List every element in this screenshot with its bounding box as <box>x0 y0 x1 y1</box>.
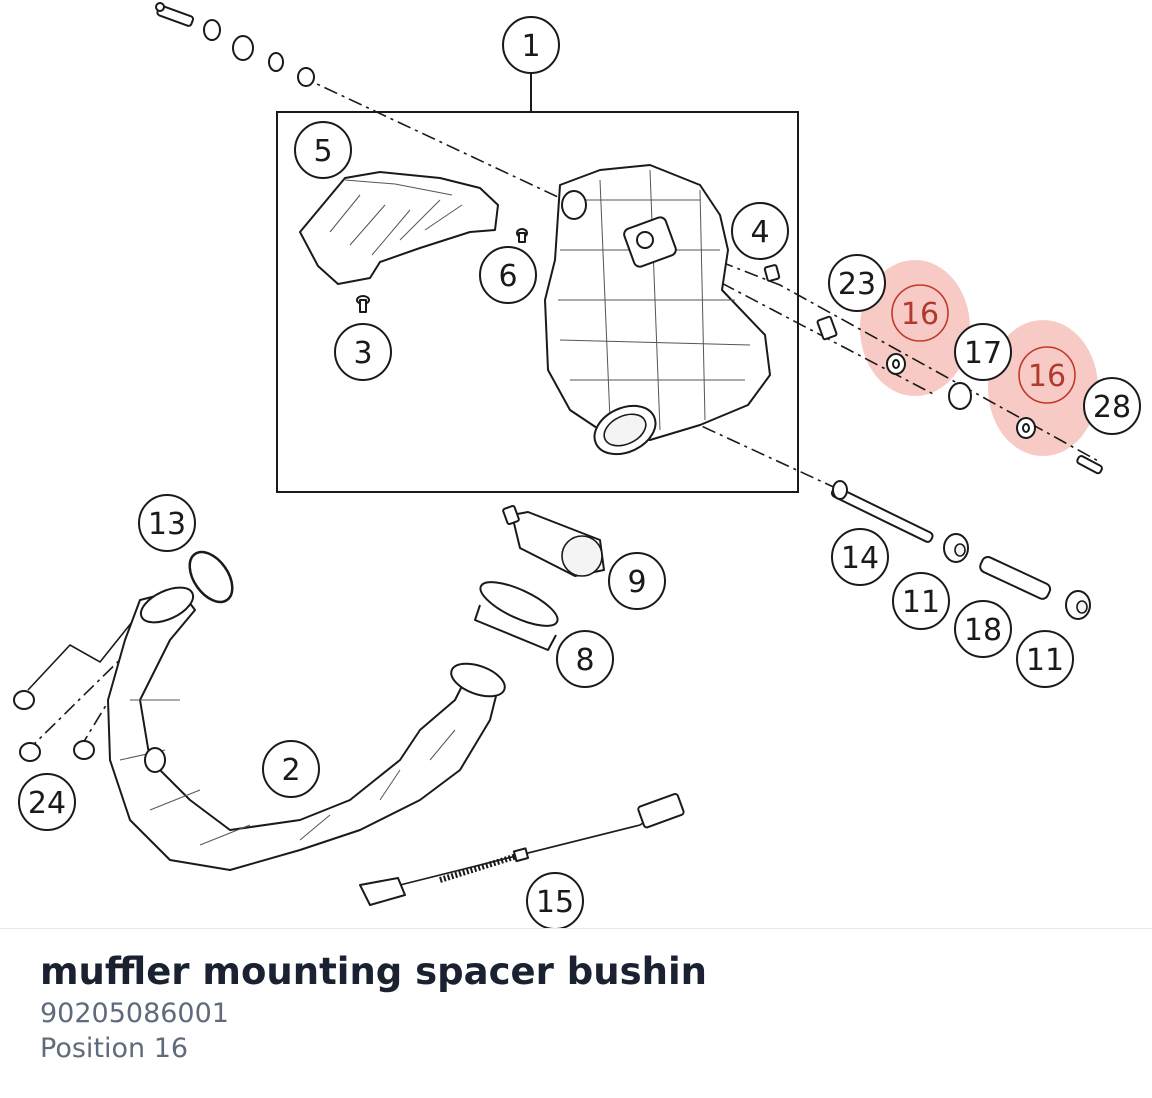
svg-text:14: 14 <box>841 541 879 576</box>
callout-18[interactable]: 18 <box>954 600 1012 658</box>
callout-13[interactable]: 13 <box>138 494 196 552</box>
callout-14[interactable]: 14 <box>831 528 889 586</box>
part-number: 90205086001 <box>40 998 229 1029</box>
svg-text:28: 28 <box>1093 390 1131 425</box>
gasket <box>188 550 234 604</box>
svg-text:13: 13 <box>148 507 186 542</box>
callouts: 1 2 3 4 5 6 8 9 <box>18 16 1141 928</box>
svg-text:3: 3 <box>353 336 372 371</box>
top-bolt-stack <box>155 2 315 87</box>
svg-text:1: 1 <box>521 29 540 64</box>
callout-16-a[interactable]: 16 <box>891 284 949 342</box>
svg-text:6: 6 <box>498 259 517 294</box>
callout-23[interactable]: 23 <box>828 254 886 312</box>
callout-28[interactable]: 28 <box>1083 377 1141 435</box>
mounting-hardware <box>816 315 1103 475</box>
callout-8[interactable]: 8 <box>556 630 614 688</box>
callout-5[interactable]: 5 <box>294 121 352 179</box>
flange-nuts <box>13 690 95 762</box>
callout-16-b[interactable]: 16 <box>1018 346 1076 404</box>
assembly-frame <box>276 74 799 493</box>
callout-9[interactable]: 9 <box>608 552 666 610</box>
highlight-glow-16-b <box>988 320 1098 456</box>
callout-15[interactable]: 15 <box>526 872 584 928</box>
svg-text:4: 4 <box>750 215 769 250</box>
clamp-and-sleeve <box>474 504 605 651</box>
callout-11-a[interactable]: 11 <box>892 572 950 630</box>
muffler-body <box>544 164 771 456</box>
callout-24[interactable]: 24 <box>18 773 76 831</box>
svg-text:16: 16 <box>901 297 939 332</box>
svg-text:11: 11 <box>1026 643 1064 678</box>
callout-6[interactable]: 6 <box>479 246 537 304</box>
svg-text:8: 8 <box>575 643 594 678</box>
svg-text:5: 5 <box>313 134 332 169</box>
part-name: muffler mounting spacer bushin <box>40 950 707 993</box>
svg-text:23: 23 <box>838 267 876 302</box>
part-position: Position 16 <box>40 1033 189 1064</box>
small-fasteners <box>356 228 781 313</box>
svg-text:2: 2 <box>281 753 300 788</box>
heat-shield <box>299 171 499 285</box>
svg-text:11: 11 <box>902 585 940 620</box>
svg-text:16: 16 <box>1028 359 1066 394</box>
bolt-bushing-set <box>830 480 1091 620</box>
svg-text:18: 18 <box>964 613 1002 648</box>
svg-text:24: 24 <box>28 786 66 821</box>
callout-17[interactable]: 17 <box>954 323 1012 381</box>
callout-11-b[interactable]: 11 <box>1016 630 1074 688</box>
callout-4[interactable]: 4 <box>731 202 789 260</box>
svg-text:15: 15 <box>536 885 574 920</box>
oxygen-sensor <box>359 792 685 906</box>
svg-text:9: 9 <box>627 565 646 600</box>
callout-2[interactable]: 2 <box>262 740 320 798</box>
exploded-parts-diagram: 1 2 3 4 5 6 8 9 <box>13 2 1141 928</box>
callout-3[interactable]: 3 <box>334 323 392 381</box>
svg-text:17: 17 <box>964 336 1002 371</box>
header-pipe <box>107 586 506 871</box>
section-divider <box>0 928 1152 929</box>
callout-1[interactable]: 1 <box>502 16 560 74</box>
